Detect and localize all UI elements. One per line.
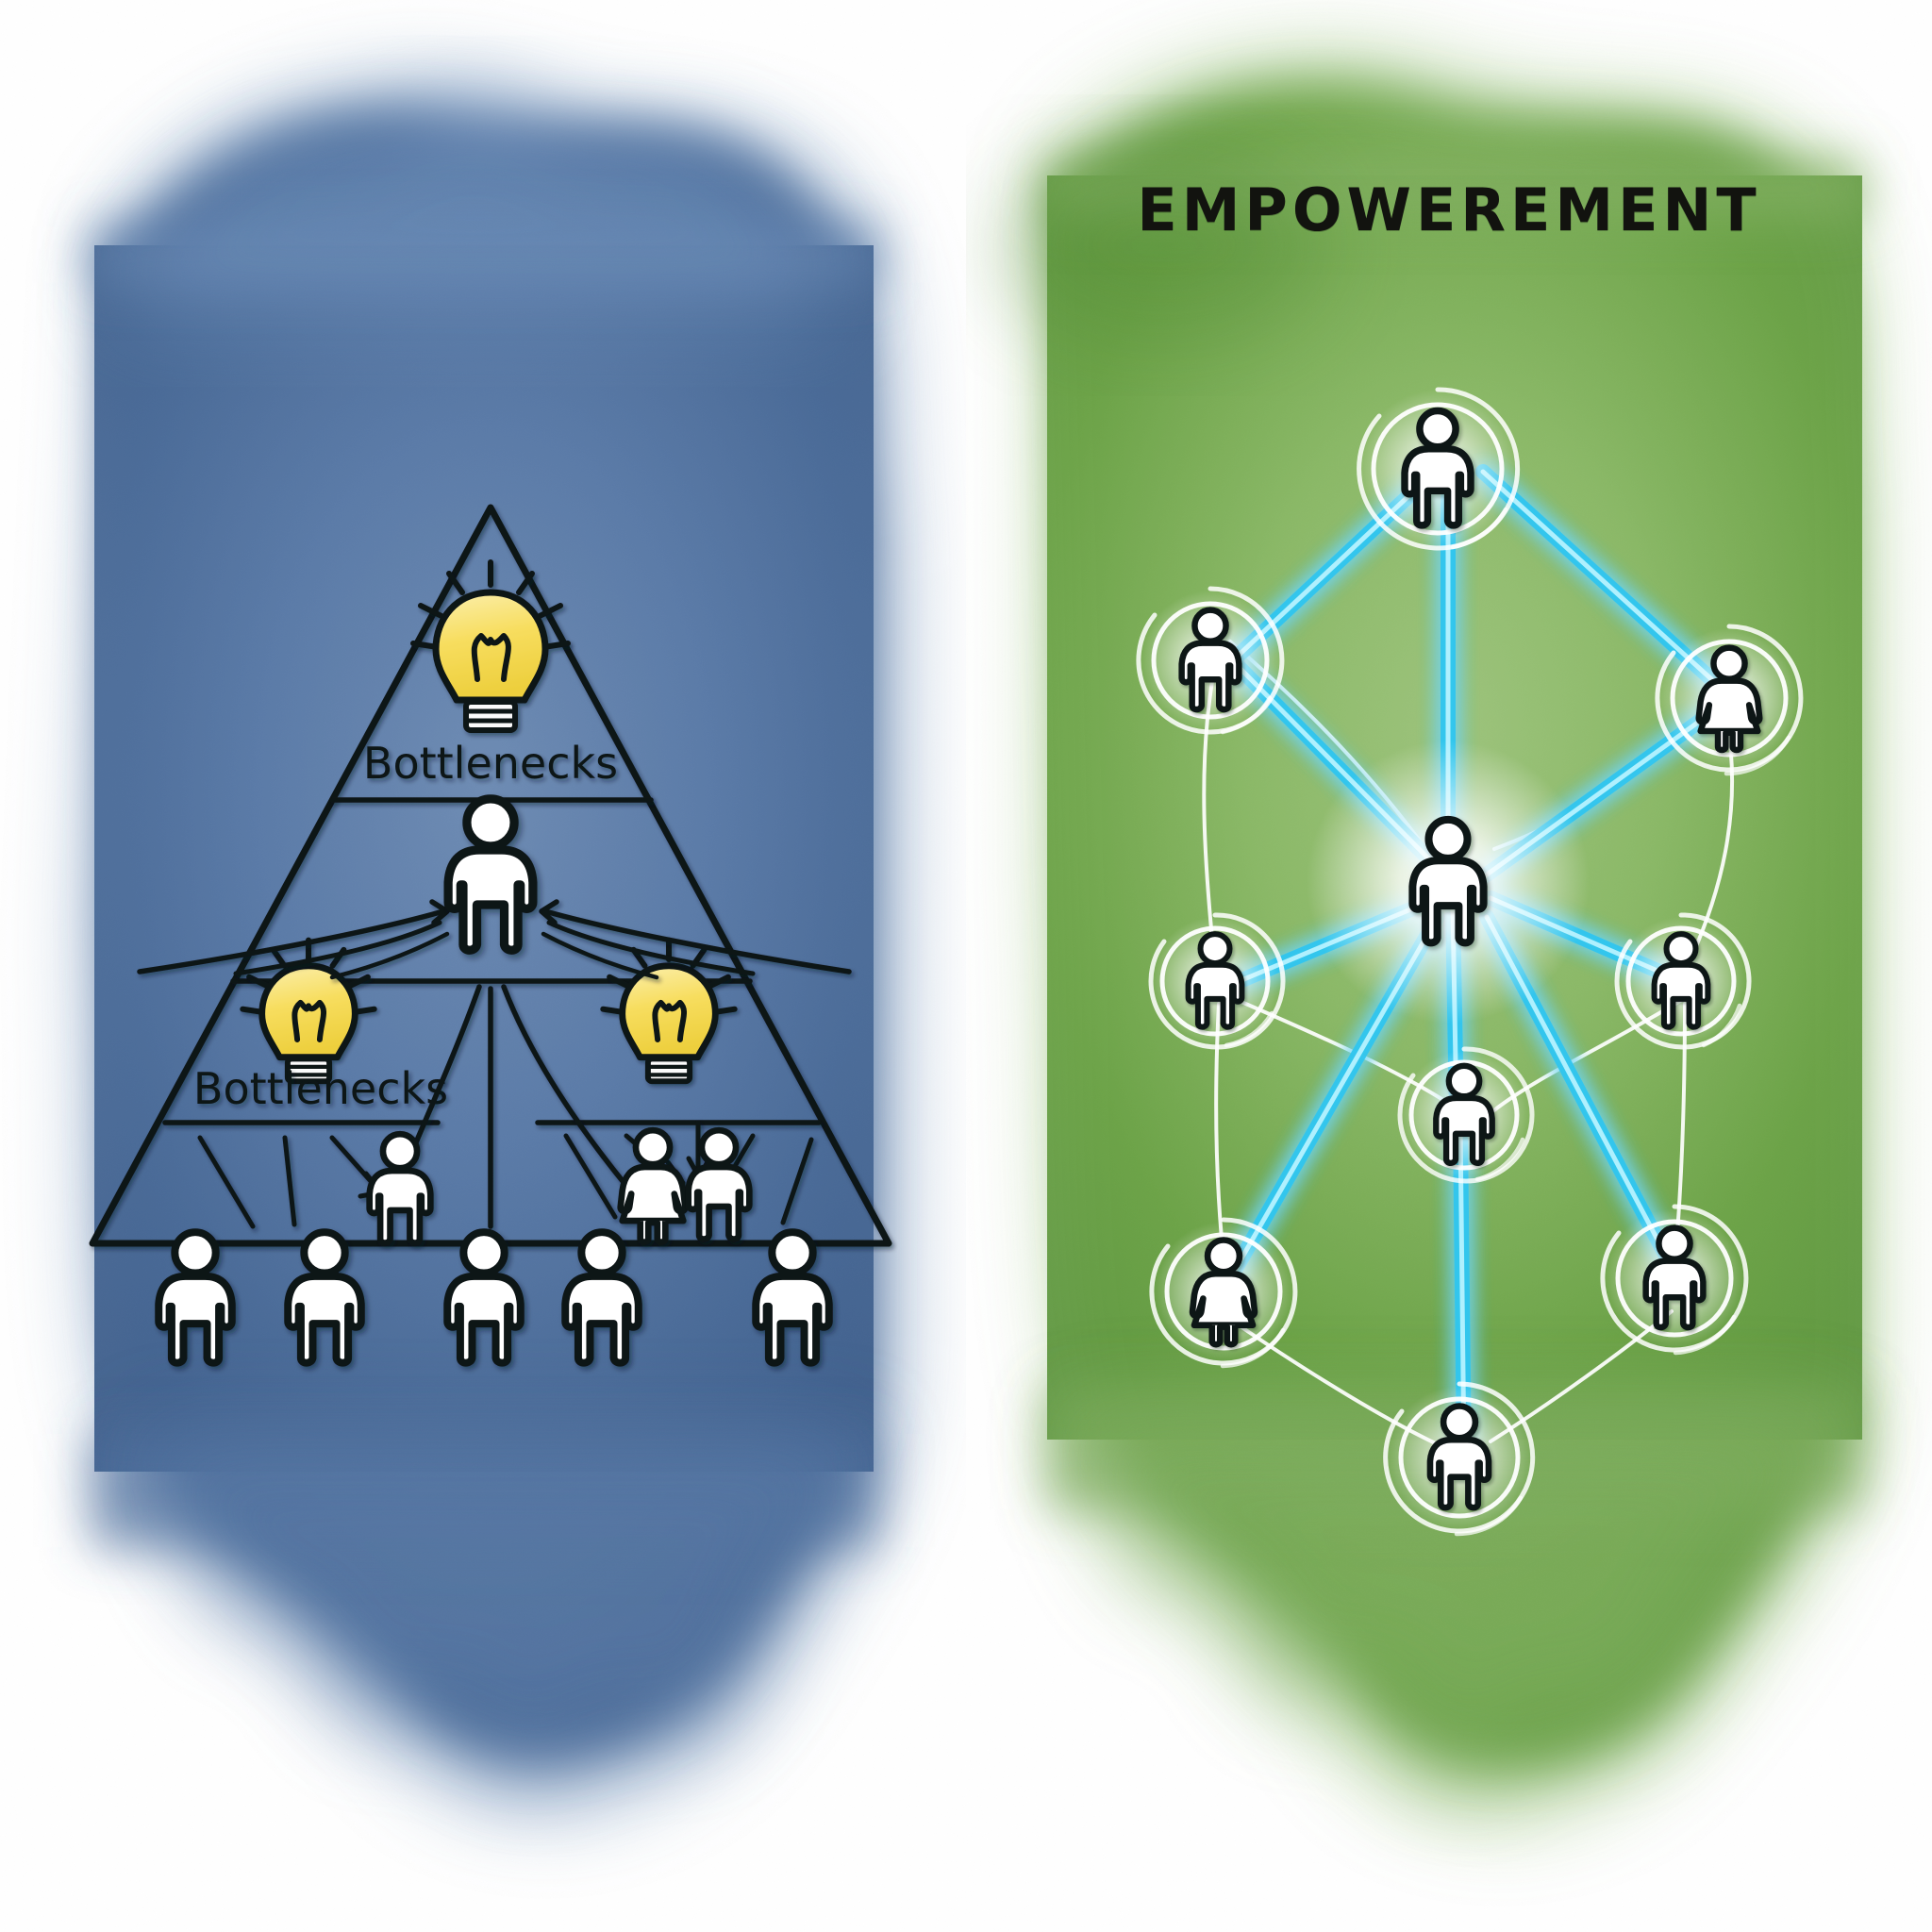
node-top[interactable] <box>1401 407 1474 529</box>
node-bottom-rings <box>1383 1381 1536 1537</box>
base-figure-4 <box>561 1228 642 1367</box>
node-top-rings <box>1357 387 1521 551</box>
node-hub[interactable] <box>1408 815 1488 947</box>
node-mid-right[interactable] <box>1651 931 1711 1030</box>
lightbulb-icon <box>410 559 571 733</box>
node-lower-center-rings <box>1397 1046 1535 1184</box>
node-upper-left-rings <box>1136 586 1285 735</box>
base-figure-3 <box>443 1228 525 1367</box>
tier4-figure-female <box>617 1126 689 1245</box>
node-mid-left[interactable] <box>1185 931 1245 1030</box>
node-lower-right-rings <box>1600 1204 1749 1356</box>
network-graphic <box>1136 387 1804 1537</box>
base-figure-5 <box>752 1228 833 1367</box>
hierarchy-pyramid-panel: Bottlenecks Bottlenecks <box>0 0 966 1932</box>
tier4-figure-male-right <box>685 1126 753 1242</box>
base-figure-2 <box>284 1228 365 1367</box>
node-upper-right[interactable] <box>1695 644 1763 754</box>
node-upper-right-rings <box>1655 624 1804 776</box>
pyramid-graphic: Bottlenecks Bottlenecks <box>89 504 892 1367</box>
node-mid-left-rings <box>1148 912 1286 1050</box>
node-mid-right-rings <box>1614 912 1752 1050</box>
empowerment-title: EMPOWEREMENT <box>1137 175 1761 244</box>
node-lower-left[interactable] <box>1189 1237 1258 1348</box>
node-ring-group <box>1136 387 1804 1537</box>
label-bottlenecks-mid: Bottlenecks <box>193 1063 448 1114</box>
node-lower-left-rings <box>1149 1217 1298 1369</box>
empowerment-network-panel: EMPOWEREMENT <box>966 0 1932 1932</box>
leader-figure <box>443 794 538 955</box>
node-upper-left[interactable] <box>1178 607 1242 713</box>
base-figure-1 <box>155 1228 236 1367</box>
node-bottom[interactable] <box>1426 1403 1492 1511</box>
node-lower-center[interactable] <box>1433 1062 1495 1166</box>
tier4-figure-center <box>366 1130 434 1246</box>
lightbulb-icon <box>240 937 377 1085</box>
node-lower-right[interactable] <box>1642 1224 1707 1331</box>
lightbulb-icon <box>600 937 738 1085</box>
label-bottlenecks-top: Bottlenecks <box>363 738 618 789</box>
